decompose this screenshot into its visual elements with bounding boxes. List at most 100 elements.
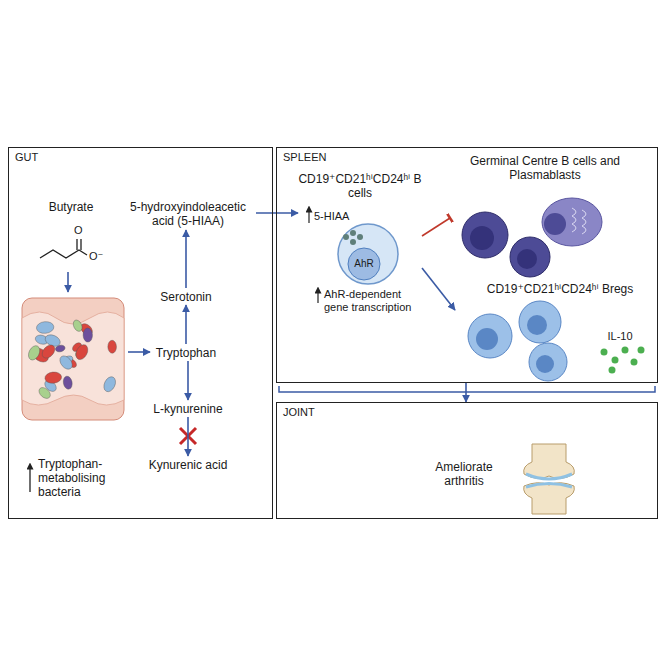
gc-nucleus — [517, 249, 537, 269]
dot — [609, 367, 616, 374]
bacterium — [102, 375, 118, 394]
breg-cell — [519, 301, 561, 343]
lower-bone — [524, 483, 575, 514]
bacterium — [74, 343, 91, 362]
breg-cells — [468, 301, 567, 381]
node-text: L-kynurenine — [153, 402, 222, 416]
bacteria-cluster — [26, 319, 118, 401]
metabolite-label: Serotonin — [154, 288, 218, 305]
breg-nucleus — [476, 328, 498, 350]
panel: ButyrateTryptophan-metabolising bacteria… — [8, 147, 273, 519]
node-text: Ameliorate arthritis — [420, 460, 508, 488]
gut-lumen — [22, 312, 124, 405]
metabolite-label: Tryptophan — [150, 344, 222, 361]
joint-illustration — [524, 444, 575, 514]
node-text: Kynurenic acid — [149, 458, 228, 472]
cell-group: Germinal Centre B cells and Plasmablasts — [450, 150, 640, 277]
node-text: Tryptophan-metabolising bacteria — [38, 457, 126, 499]
bacterium — [57, 354, 74, 372]
gc-cell — [462, 212, 508, 258]
bacterium — [108, 340, 117, 353]
node-text: 5-HIAA — [314, 210, 364, 223]
double-bond — [77, 239, 81, 250]
atom-label: O⁻ — [89, 250, 109, 263]
bacterium — [72, 319, 84, 333]
gut-wall — [22, 298, 124, 420]
increase-arrow — [317, 290, 318, 303]
outcome-group: Ameliorate arthritis — [420, 440, 595, 516]
dot — [612, 357, 619, 364]
bacterium — [62, 375, 73, 389]
dot — [601, 349, 608, 356]
breg-nucleus — [536, 355, 554, 373]
dot — [638, 347, 645, 354]
bacterium — [44, 371, 62, 384]
panel-heading: SPLEEN — [283, 151, 326, 164]
b-cell-group: CD19⁺CD21ʰⁱCD24ʰⁱ B cells 5-HIAA AhR AhR-de… — [298, 172, 422, 322]
plasmablast — [542, 198, 602, 246]
metabolite-label: L-kynurenine — [146, 400, 230, 417]
panel: CD19⁺CD21ʰⁱCD24ʰⁱ B cells 5-HIAA AhR AhR-de… — [276, 147, 658, 383]
gc-nucleus — [470, 226, 494, 250]
il10-dots — [601, 347, 645, 374]
dot — [622, 347, 629, 354]
atom-label: O — [74, 224, 86, 237]
carbon-chain — [40, 250, 87, 258]
cartilage — [526, 474, 572, 479]
bacteria-box: Tryptophan-metabolising bacteria — [18, 292, 128, 502]
panel-heading: GUT — [15, 151, 38, 164]
arrow-connector — [187, 417, 189, 456]
dot — [357, 234, 363, 240]
arrow-connector — [185, 230, 187, 288]
gut-tissue — [22, 298, 124, 420]
node-text: CD19⁺CD21ʰⁱCD24ʰⁱ Bregs — [475, 282, 645, 296]
dot — [631, 359, 638, 366]
dot — [350, 230, 356, 236]
node-text: Serotonin — [160, 290, 211, 304]
upper-bone — [524, 444, 575, 479]
arrow-connector — [185, 305, 187, 344]
arrow-connector — [256, 212, 298, 214]
bacterium — [26, 344, 42, 362]
metabolite-dots — [343, 230, 363, 245]
breg-nucleus — [527, 315, 547, 335]
arrow-connector — [67, 272, 69, 292]
metabolite-label: Kynurenic acid — [140, 456, 236, 473]
arrow-connector — [187, 361, 189, 400]
breg-cell — [529, 343, 567, 381]
node-text: IL-10 — [595, 330, 645, 343]
dot — [343, 234, 349, 240]
gc-cell — [510, 237, 550, 277]
dot — [350, 239, 356, 245]
arrow-connector — [465, 383, 467, 402]
b-cell — [338, 224, 398, 284]
breg-cell — [468, 314, 512, 358]
butyrate-structure — [40, 239, 87, 258]
node-text: Tryptophan — [156, 346, 216, 360]
node-text: CD19⁺CD21ʰⁱCD24ʰⁱ B cells — [298, 172, 422, 200]
cartilage — [526, 484, 572, 488]
panel: Ameliorate arthritis JOINT — [276, 402, 658, 519]
arrow-connector — [128, 351, 150, 353]
bacterium — [83, 328, 93, 342]
node-text: Butyrate — [30, 200, 112, 214]
bracket — [279, 386, 655, 392]
increase-arrow — [308, 209, 309, 223]
node-text: 5-hydroxyindoleacetic acid (5-HIAA) — [120, 200, 256, 228]
arrow-connector — [422, 268, 455, 310]
inhibition-connector — [422, 218, 450, 236]
metabolite-label: 5-hydroxyindoleacetic acid (5-HIAA) — [120, 198, 256, 230]
cell-group: CD19⁺CD21ʰⁱCD24ʰⁱ BregsIL-10 — [455, 280, 650, 384]
bacterium — [36, 321, 54, 334]
er-folds — [572, 208, 586, 234]
bacterium — [40, 343, 58, 361]
node-text: AhR-dependent gene transcription — [324, 288, 422, 314]
plasmablast-nucleus — [544, 213, 566, 235]
nucleus — [348, 248, 380, 280]
increase-arrow — [29, 466, 30, 492]
panel-heading: JOINT — [283, 406, 315, 419]
node-text: AhR — [349, 258, 379, 270]
